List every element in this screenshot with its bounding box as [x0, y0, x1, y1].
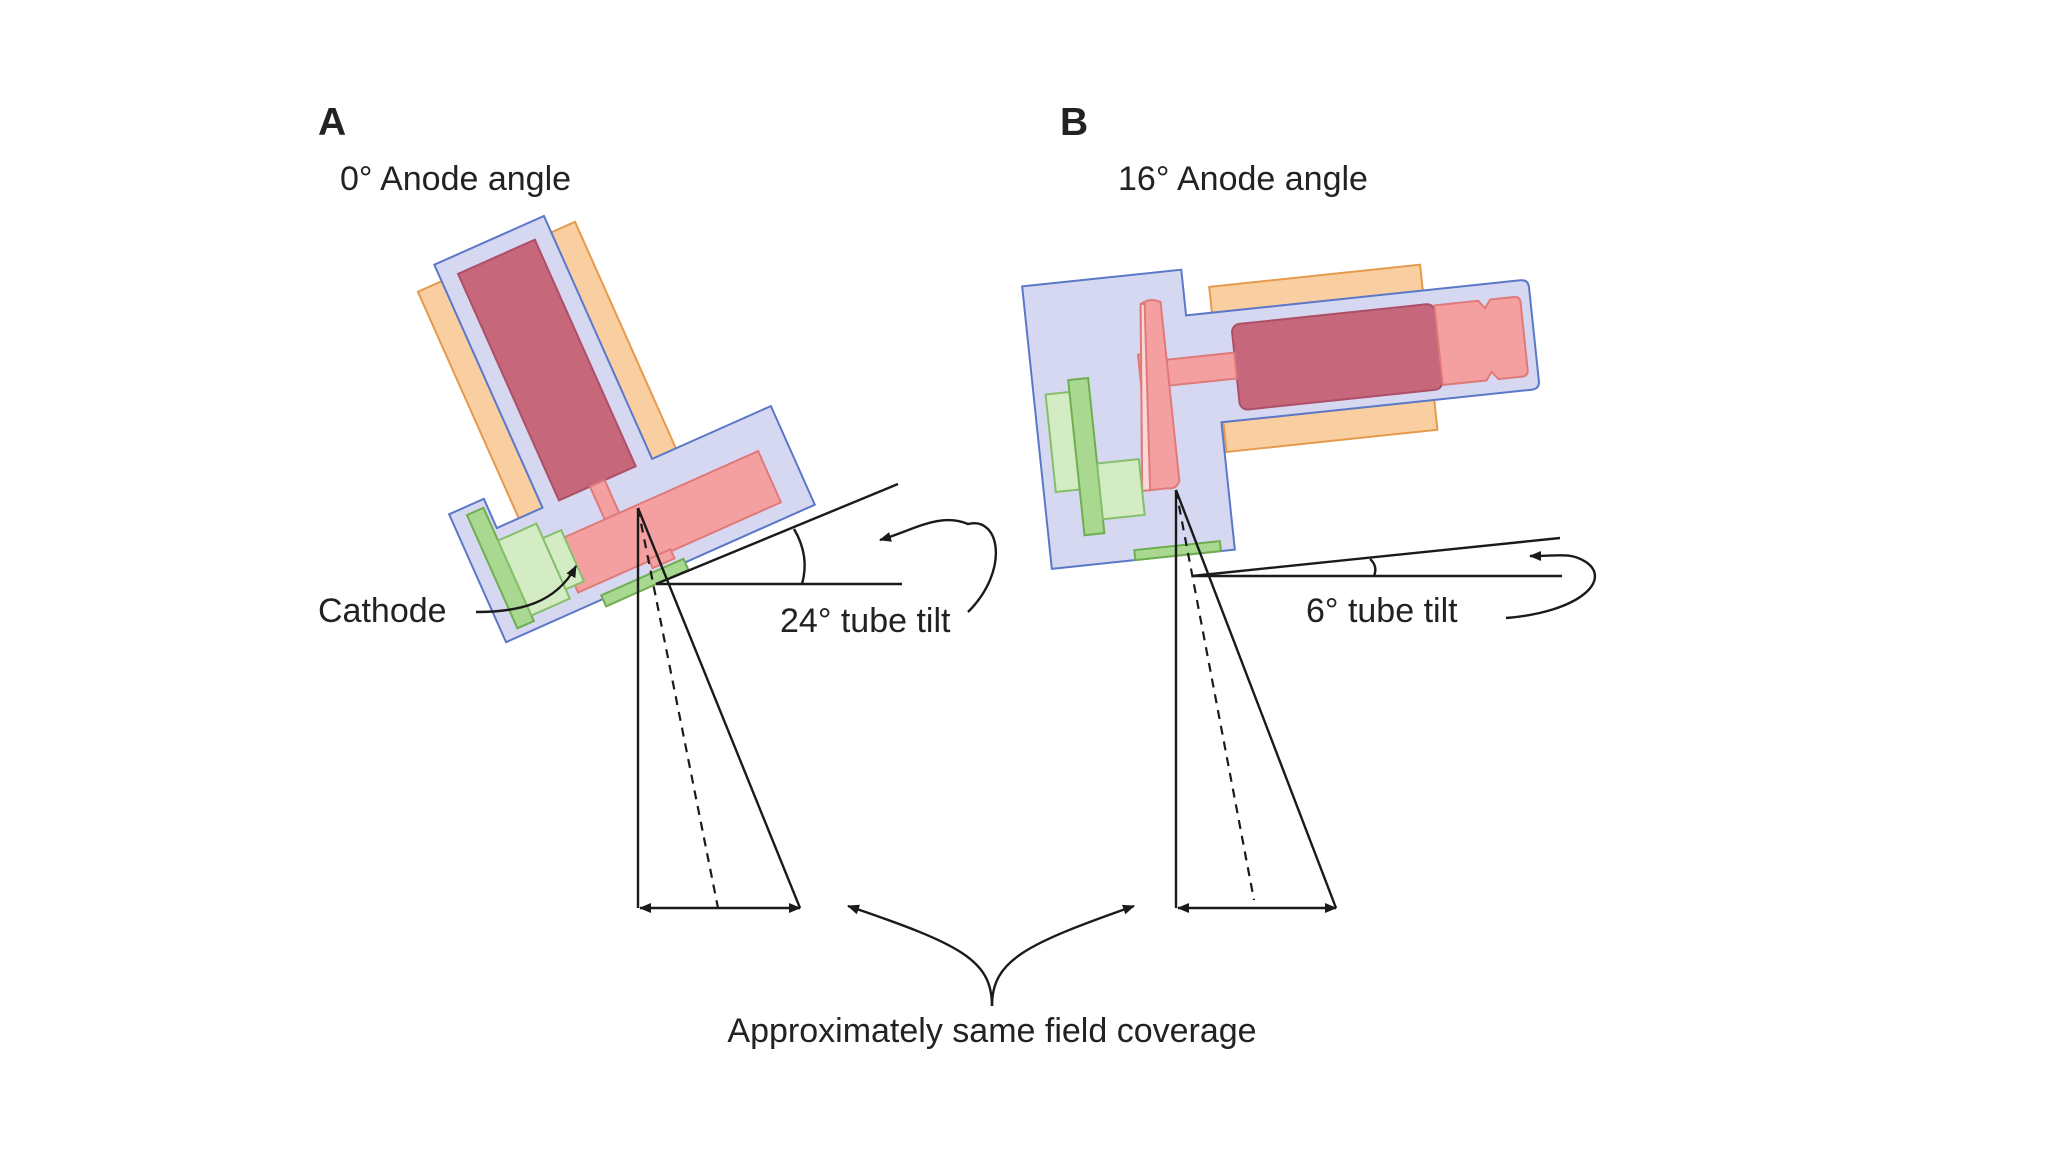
- caption-brace-left: [847, 904, 994, 1007]
- panel-b-tilt-angle-arc: [1369, 558, 1377, 577]
- panel-b-rotor-bearing: [1433, 296, 1529, 387]
- caption-text: Approximately same field coverage: [727, 1012, 1256, 1050]
- panel-b-letter: B: [1060, 101, 1088, 144]
- caption-group: Approximately same field coverage: [727, 904, 1257, 1050]
- panel-b-anode-angle-label: 16° Anode angle: [1118, 160, 1368, 198]
- panel-b-anode-face: [1139, 302, 1152, 493]
- panel-b-tilt-arrow: [1505, 550, 1597, 620]
- panel-b-beam-central-ray: [1174, 489, 1256, 901]
- panel-b: B 16° Anode angle: [1021, 101, 1597, 913]
- panel-a-window: [599, 557, 690, 608]
- panel-a-tube: [416, 214, 817, 644]
- caption-brace-right: [990, 904, 1135, 1007]
- panel-a-tube-axis-line: [655, 482, 899, 586]
- panel-a-cathode-arrow: [475, 565, 578, 614]
- panel-a-tilt-angle-arc: [792, 528, 806, 585]
- panel-b-anode-disk: [1139, 299, 1181, 493]
- panel-a-anode-angle-label: 0° Anode angle: [340, 160, 571, 198]
- panel-b-cathode-cup: [1095, 458, 1146, 521]
- panel-b-cathode-plate: [1067, 376, 1106, 537]
- panel-b-beam-right-edge: [1174, 489, 1338, 909]
- panel-a: A 0° Anode angle 24° tub: [318, 101, 998, 913]
- panel-a-tilt-arrow: [879, 518, 998, 613]
- panel-a-beam-right-edge: [636, 507, 802, 909]
- panel-b-tube-axis-line: [1191, 536, 1561, 578]
- panel-a-letter: A: [318, 101, 346, 144]
- panel-a-beam-central-ray: [636, 507, 720, 909]
- panel-a-tube-tilt-label: 24° tube tilt: [780, 602, 951, 640]
- panel-b-tube-tilt-label: 6° tube tilt: [1306, 592, 1458, 630]
- panel-b-tube: [1021, 263, 1540, 570]
- panel-a-anode-hub: [647, 547, 676, 570]
- panel-a-cathode-label: Cathode: [318, 592, 447, 630]
